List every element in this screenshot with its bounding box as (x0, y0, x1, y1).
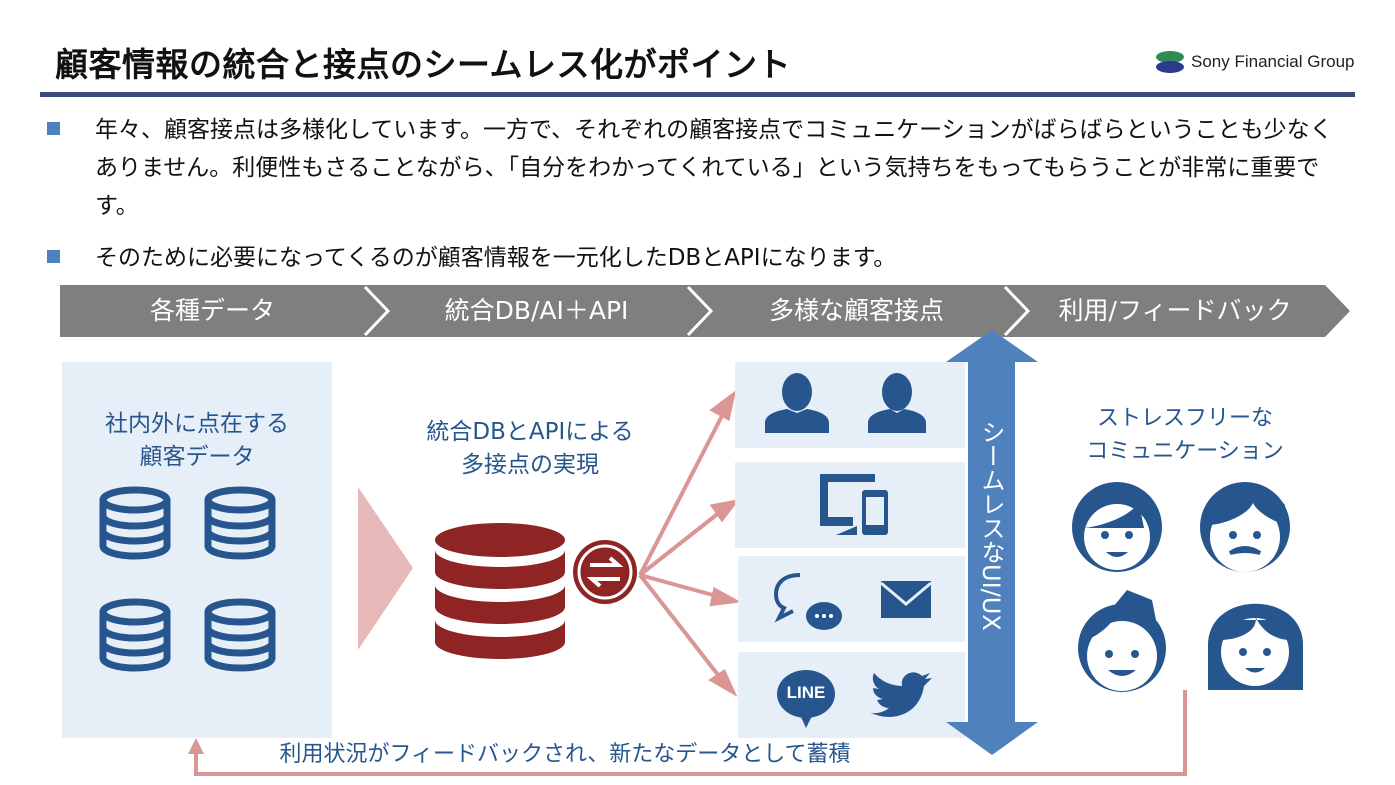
bullet-marker (47, 250, 60, 263)
seamless-double-arrow (946, 330, 1038, 755)
center-label-line2: 多接点の実現 (461, 452, 599, 478)
database-icons (99, 486, 276, 672)
flow-triangle (358, 487, 413, 650)
flow-step-3: 多様な顧客接点 (768, 296, 944, 325)
stress-free-line2: コミュニケーション (1086, 439, 1284, 464)
center-label: 統合DBとAPIによる 多接点の実現 (400, 416, 660, 482)
twitter-bird-icon (870, 672, 932, 717)
devices-icon (820, 474, 888, 535)
bullet-marker (47, 122, 60, 135)
data-panel-label: 社内外に点在する 顧客データ (62, 408, 332, 474)
channel-panel-social (738, 652, 965, 738)
flow-step-2: 統合DB/AI＋API (444, 296, 629, 325)
title-divider (40, 92, 1355, 97)
logo-text: Sony Financial Group (1191, 52, 1355, 71)
customer-faces (1072, 482, 1303, 692)
flow-step-4: 利用/フィードバック (1058, 296, 1292, 325)
stress-free-label: ストレスフリーな コミュニケーション (1060, 402, 1310, 468)
seamless-label: シームレスなUI/UX (977, 420, 1005, 631)
businessperson-icon (765, 373, 829, 433)
center-label-line1: 統合DBとAPIによる (426, 419, 634, 445)
mustache-man-face-icon (1200, 482, 1290, 572)
data-panel-label-line2: 顧客データ (139, 444, 255, 470)
flow-step-1: 各種データ (149, 296, 275, 325)
chevron-divider (686, 285, 714, 337)
page-title: 顧客情報の統合と接点のシームレス化がポイント (55, 45, 792, 84)
woman-face-icon (1072, 482, 1162, 572)
channel-arrows (638, 390, 742, 697)
line-app-icon (777, 670, 835, 728)
bullet-text-1: 年々、顧客接点は多様化しています。一方で、それぞれの顧客接点でコミュニケーション… (95, 117, 1333, 219)
api-exchange-icon (567, 534, 643, 610)
data-panel-label-line1: 社内外に点在する (105, 411, 289, 437)
channel-panel-staff (735, 362, 965, 448)
feedback-loop-arrow (194, 690, 1187, 776)
stress-free-line1: ストレスフリーな (1096, 406, 1273, 431)
bullet-text-2: そのために必要になってくるのが顧客情報を一元化したDBとAPIになります。 (95, 245, 897, 271)
chat-bubbles-icon (773, 573, 842, 630)
chevron-divider (363, 285, 391, 337)
integrated-db-icon (435, 523, 565, 659)
chevron-divider (1003, 285, 1031, 337)
operator-headset-icon (868, 373, 926, 433)
feedback-label: 利用状況がフィードバックされ、新たなデータとして蓄積 (279, 742, 851, 767)
database-icon (204, 486, 276, 560)
girl-face-icon (1208, 603, 1303, 690)
company-logo: Sony Financial Group (1155, 48, 1354, 76)
database-icon (99, 486, 171, 560)
flow-band (60, 285, 1350, 337)
logo-mark-icon (1156, 51, 1184, 73)
line-icon-label: LINE (786, 683, 826, 702)
database-icon (99, 598, 171, 672)
feedback-arrowhead (188, 738, 204, 754)
mail-icon (880, 581, 932, 618)
boy-face-icon (1078, 590, 1166, 692)
database-icon (204, 598, 276, 672)
